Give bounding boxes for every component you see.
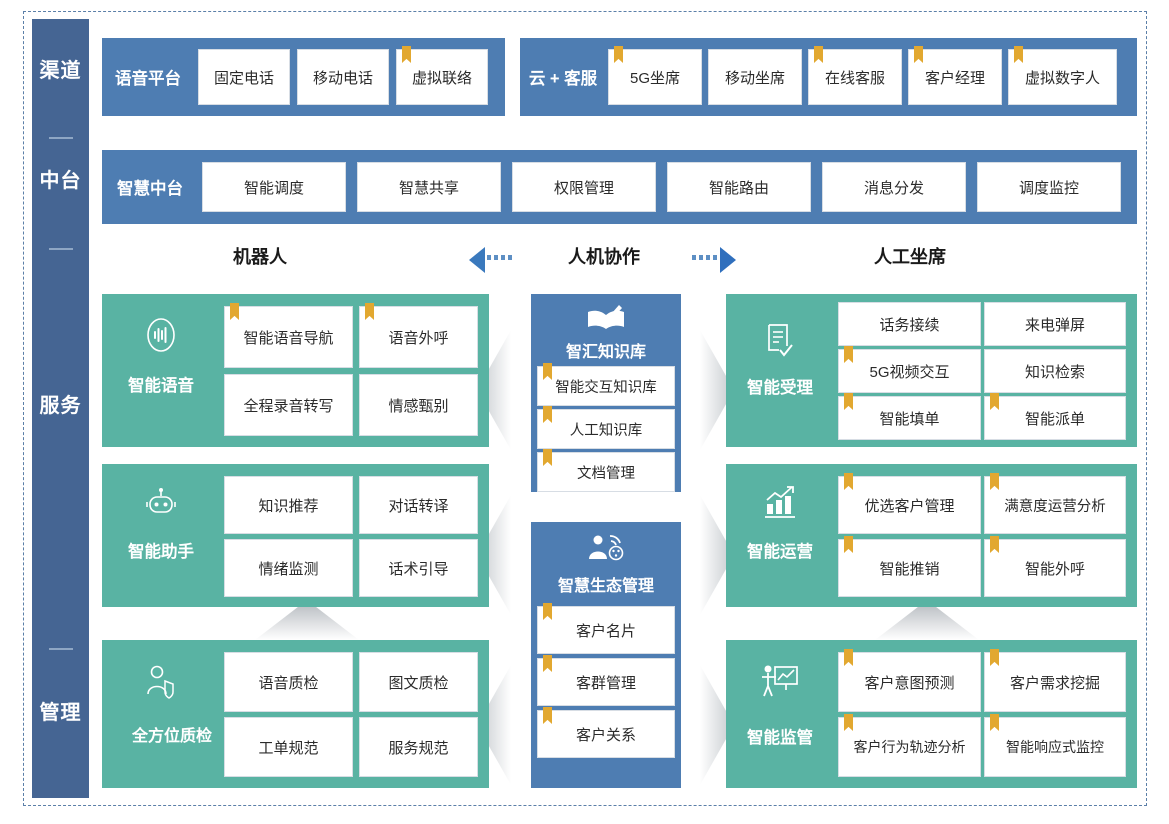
person-shield-icon bbox=[102, 664, 220, 706]
service-panel-intelligent-voice: 智能语音 智能语音导航 语音外呼 全程录音转写 情感甄别 bbox=[102, 294, 489, 447]
channel-item[interactable]: 5G坐席 bbox=[608, 49, 702, 105]
service-item[interactable]: 话术引导 bbox=[359, 539, 478, 597]
service-item[interactable]: 客户需求挖掘 bbox=[984, 652, 1126, 712]
service-item[interactable]: 对话转译 bbox=[359, 476, 478, 534]
service-item[interactable]: 客户意图预测 bbox=[838, 652, 981, 712]
service-item[interactable]: 知识检索 bbox=[984, 349, 1126, 393]
service-item[interactable]: 知识推荐 bbox=[224, 476, 353, 534]
center-panel-ecosystem-management: 智慧生态管理 客户名片 客群管理 客户关系 bbox=[531, 522, 681, 788]
service-item[interactable]: 优选客户管理 bbox=[838, 476, 981, 534]
diagram-outer-frame bbox=[23, 11, 1147, 806]
sidebar-item-midplatform[interactable]: 中台 bbox=[39, 170, 82, 192]
channel-item[interactable]: 移动电话 bbox=[297, 49, 389, 105]
service-item[interactable]: 来电弹屏 bbox=[984, 302, 1126, 346]
channel-item[interactable]: 在线客服 bbox=[808, 49, 902, 105]
service-item[interactable]: 服务规范 bbox=[359, 717, 478, 777]
service-item[interactable]: 话务接续 bbox=[838, 302, 981, 346]
service-item[interactable]: 智能填单 bbox=[838, 396, 981, 440]
voice-platform-band: 语音平台 固定电话 移动电话 虚拟联络 bbox=[102, 38, 505, 116]
service-panel-title: 智能运营 bbox=[747, 543, 813, 561]
service-item[interactable]: 语音外呼 bbox=[359, 306, 478, 368]
service-panel-full-quality-inspection: 全方位质检 语音质检 图文质检 工单规范 服务规范 bbox=[102, 640, 489, 788]
arrow-right-icon bbox=[720, 247, 736, 273]
service-panel-intelligent-assistant: 智能助手 知识推荐 对话转译 情绪监测 话术引导 bbox=[102, 464, 489, 607]
bar-chart-up-icon bbox=[726, 484, 834, 524]
center-item[interactable]: 客群管理 bbox=[537, 658, 675, 706]
cloud-service-title: 云 + 客服 bbox=[528, 70, 598, 88]
service-item[interactable]: 图文质检 bbox=[359, 652, 478, 712]
section-header-robot: 机器人 bbox=[233, 247, 287, 267]
voice-wave-icon bbox=[102, 316, 220, 356]
midplatform-item[interactable]: 调度监控 bbox=[977, 162, 1121, 212]
channel-item[interactable]: 客户经理 bbox=[908, 49, 1002, 105]
sidebar-item-channel[interactable]: 渠道 bbox=[39, 60, 82, 82]
channel-item[interactable]: 移动坐席 bbox=[708, 49, 802, 105]
document-check-icon bbox=[726, 322, 834, 362]
open-book-pen-icon bbox=[531, 302, 681, 336]
section-header-collaboration: 人机协作 bbox=[568, 247, 640, 267]
service-item[interactable]: 客户行为轨迹分析 bbox=[838, 717, 981, 777]
service-panel-intelligent-supervision: 智能监管 客户意图预测 客户需求挖掘 客户行为轨迹分析 智能响应式监控 bbox=[726, 640, 1137, 788]
service-item[interactable]: 工单规范 bbox=[224, 717, 353, 777]
sidebar-separator-1 bbox=[49, 137, 73, 139]
center-panel-title: 智汇知识库 bbox=[565, 344, 646, 361]
service-panel-title: 智能受理 bbox=[747, 379, 813, 397]
midplatform-item[interactable]: 智能调度 bbox=[202, 162, 346, 212]
midplatform-item[interactable]: 智慧共享 bbox=[357, 162, 501, 212]
midplatform-title: 智慧中台 bbox=[117, 180, 183, 198]
center-panel-title: 智慧生态管理 bbox=[557, 578, 654, 595]
arrow-left-icon bbox=[469, 247, 485, 273]
service-item[interactable]: 情绪监测 bbox=[224, 539, 353, 597]
service-item[interactable]: 语音质检 bbox=[224, 652, 353, 712]
robot-icon bbox=[102, 486, 220, 524]
center-item[interactable]: 人工知识库 bbox=[537, 409, 675, 449]
service-panel-title: 智能语音 bbox=[128, 377, 194, 395]
center-item[interactable]: 智能交互知识库 bbox=[537, 366, 675, 406]
sidebar-item-management[interactable]: 管理 bbox=[39, 702, 82, 724]
service-item[interactable]: 满意度运营分析 bbox=[984, 476, 1126, 534]
person-network-icon bbox=[531, 532, 681, 568]
dashed-line-right bbox=[692, 255, 720, 260]
center-item[interactable]: 客户名片 bbox=[537, 606, 675, 654]
dashed-line-left bbox=[487, 255, 515, 260]
channel-item[interactable]: 虚拟联络 bbox=[396, 49, 488, 105]
sidebar-separator-3 bbox=[49, 648, 73, 650]
voice-platform-title: 语音平台 bbox=[115, 70, 181, 88]
channel-item[interactable]: 固定电话 bbox=[198, 49, 290, 105]
service-item[interactable]: 5G视频交互 bbox=[838, 349, 981, 393]
presenter-board-icon bbox=[726, 662, 834, 704]
channel-item[interactable]: 虚拟数字人 bbox=[1008, 49, 1117, 105]
service-item[interactable]: 全程录音转写 bbox=[224, 374, 353, 436]
sidebar-separator-2 bbox=[49, 248, 73, 250]
midplatform-band: 智慧中台 智能调度 智慧共享 权限管理 智能路由 消息分发 调度监控 bbox=[102, 150, 1137, 224]
service-item[interactable]: 智能语音导航 bbox=[224, 306, 353, 368]
service-panel-title: 智能助手 bbox=[128, 543, 194, 561]
service-item[interactable]: 智能派单 bbox=[984, 396, 1126, 440]
center-panel-knowledge-base: 智汇知识库 智能交互知识库 人工知识库 文档管理 bbox=[531, 294, 681, 492]
center-item[interactable]: 客户关系 bbox=[537, 710, 675, 758]
midplatform-item[interactable]: 智能路由 bbox=[667, 162, 811, 212]
midplatform-item[interactable]: 消息分发 bbox=[822, 162, 966, 212]
sidebar-item-service[interactable]: 服务 bbox=[39, 395, 82, 417]
service-panel-intelligent-operation: 智能运营 优选客户管理 满意度运营分析 智能推销 智能外呼 bbox=[726, 464, 1137, 607]
service-panel-title: 全方位质检 bbox=[131, 728, 212, 745]
service-panel-intelligent-acceptance: 智能受理 话务接续 来电弹屏 5G视频交互 知识检索 智能填单 智能派单 bbox=[726, 294, 1137, 447]
service-panel-title: 智能监管 bbox=[747, 729, 813, 747]
section-header-human-agent: 人工坐席 bbox=[874, 247, 946, 267]
service-item[interactable]: 智能响应式监控 bbox=[984, 717, 1126, 777]
layer-sidebar: 渠道 中台 服务 管理 bbox=[32, 19, 89, 798]
center-item[interactable]: 文档管理 bbox=[537, 452, 675, 492]
service-item[interactable]: 智能外呼 bbox=[984, 539, 1126, 597]
service-item[interactable]: 智能推销 bbox=[838, 539, 981, 597]
service-item[interactable]: 情感甄别 bbox=[359, 374, 478, 436]
midplatform-item[interactable]: 权限管理 bbox=[512, 162, 656, 212]
cloud-service-band: 云 + 客服 5G坐席 移动坐席 在线客服 客户经理 虚拟数字人 bbox=[520, 38, 1137, 116]
